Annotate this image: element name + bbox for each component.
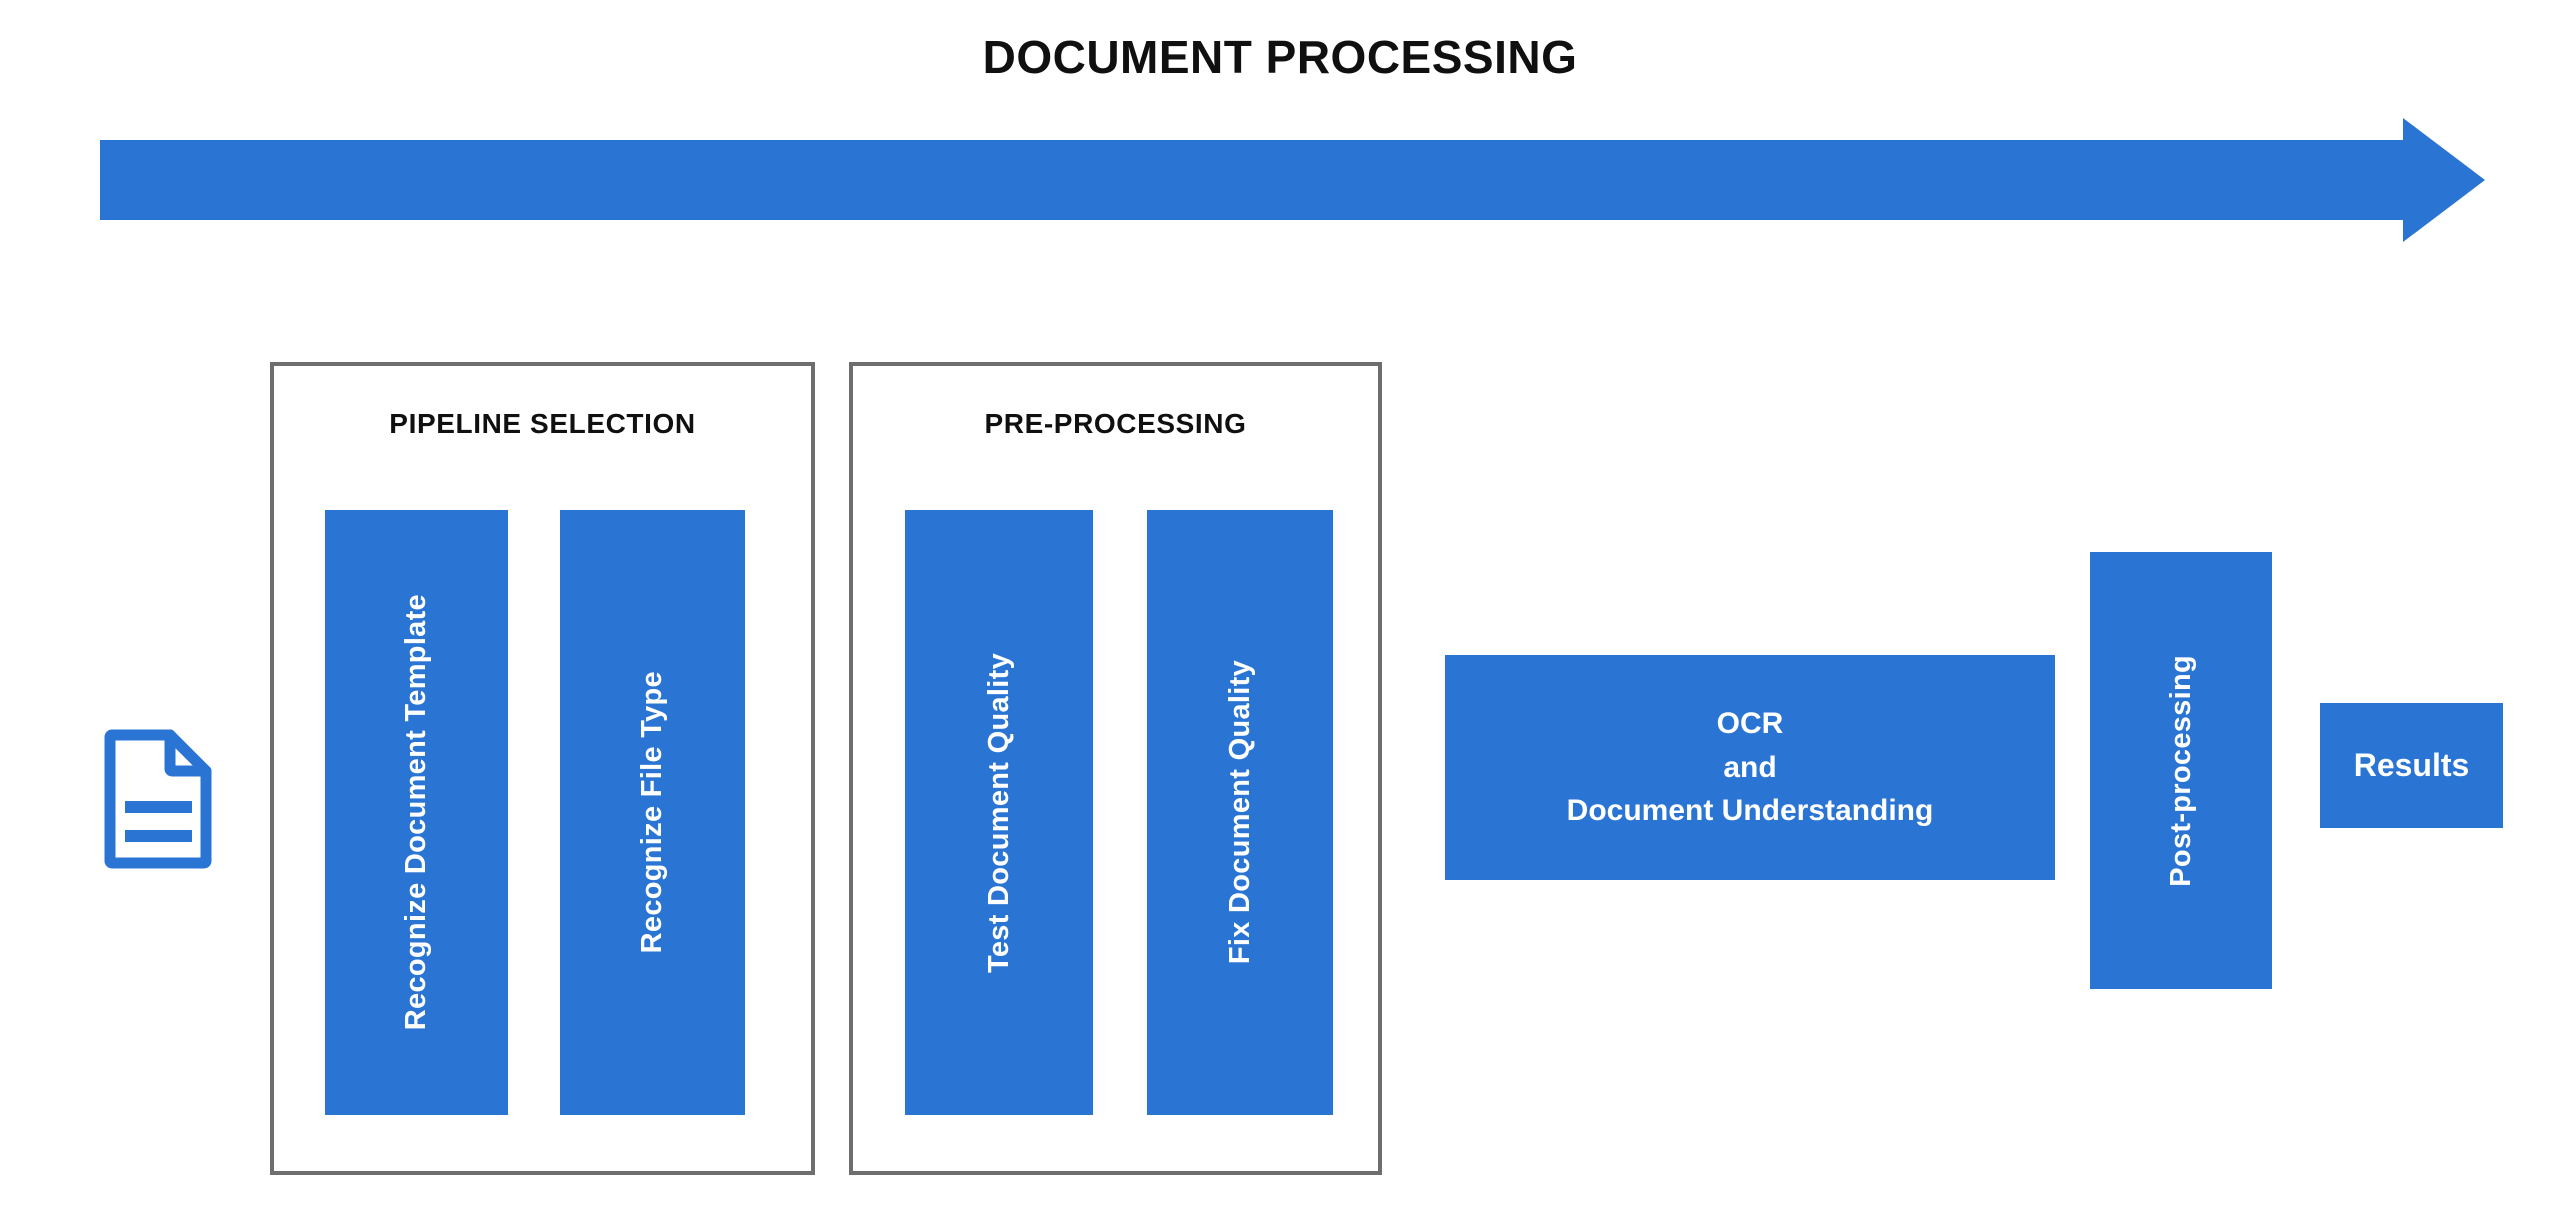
step-label-fix-document-quality: Fix Document Quality [1223,660,1256,965]
process-direction-arrow [100,118,2485,242]
step-label-recognize-document-template: Recognize Document Template [400,594,432,1031]
step-box-test-document-quality[interactable]: Test Document Quality [905,510,1093,1115]
step-box-post-processing[interactable]: Post-processing [2090,552,2272,989]
page-title: DOCUMENT PROCESSING [982,31,1578,83]
panel-title-pipeline-selection: PIPELINE SELECTION [389,408,696,439]
step-box-recognize-file-type[interactable]: Recognize File Type [560,510,745,1115]
step-box-recognize-document-template[interactable]: Recognize Document Template [325,510,508,1115]
step-box-ocr-and-document-understanding[interactable]: OCR and Document Understanding [1445,655,2055,880]
step-label-recognize-file-type: Recognize File Type [636,671,668,954]
step-label-ocr-and-document-understanding: OCR and Document Understanding [1566,707,1934,828]
panel-title-pre-processing: PRE-PROCESSING [984,408,1247,439]
step-box-results[interactable]: Results [2320,703,2503,828]
step-label-post-processing: Post-processing [2164,654,2197,887]
step-box-fix-document-quality[interactable]: Fix Document Quality [1147,510,1333,1115]
document-icon [98,723,218,873]
step-label-results: Results [2353,747,2470,784]
step-label-test-document-quality: Test Document Quality [982,652,1015,973]
